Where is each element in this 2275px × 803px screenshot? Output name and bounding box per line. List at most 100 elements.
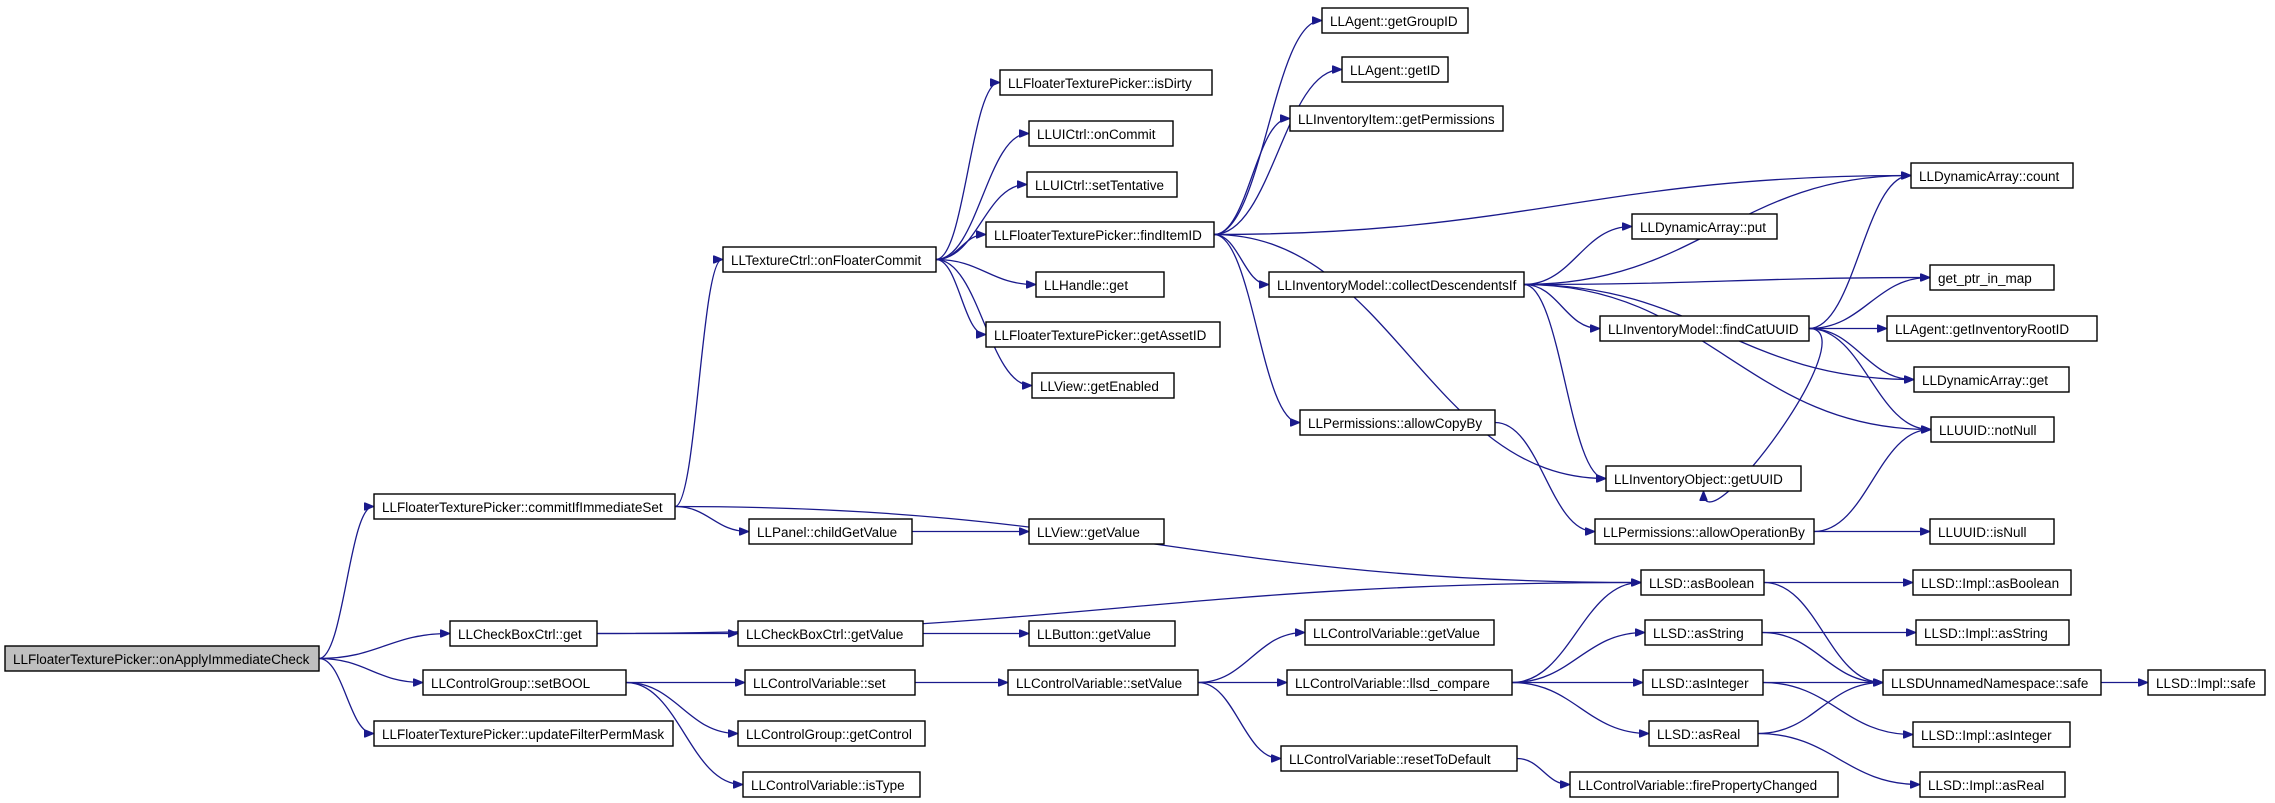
node-as-real[interactable]: LLSD::asReal bbox=[1648, 720, 1759, 747]
node-label: LLInventoryItem::getPermissions bbox=[1298, 112, 1495, 127]
node-box bbox=[1930, 416, 2055, 443]
node-llsd-compare[interactable]: LLControlVariable::llsd_compare bbox=[1286, 669, 1513, 696]
node-child-get-value[interactable]: LLPanel::childGetValue bbox=[748, 518, 913, 545]
node-label: LLAgent::getID bbox=[1350, 63, 1440, 78]
node-on-commit[interactable]: LLUICtrl::onCommit bbox=[1028, 120, 1174, 147]
node-da-put[interactable]: LLDynamicArray::put bbox=[1631, 213, 1778, 240]
node-box bbox=[1919, 771, 2066, 798]
edge-collectDescendentsIf-to-daPut bbox=[1523, 227, 1631, 286]
node-impl-as-string[interactable]: LLSD::Impl::asString bbox=[1915, 619, 2070, 646]
node-view-get-value[interactable]: LLView::getValue bbox=[1028, 518, 1165, 545]
edge-onFloaterCommit-to-isDirty bbox=[935, 83, 999, 261]
node-box bbox=[1605, 465, 1802, 492]
node-box bbox=[1912, 721, 2071, 748]
edge-onApplyImmediateCheck-to-cbGet bbox=[318, 634, 449, 660]
node-label: LLControlGroup::setBOOL bbox=[431, 676, 591, 691]
node-is-null[interactable]: LLUUID::isNull bbox=[1929, 518, 2055, 545]
node-box bbox=[373, 720, 674, 747]
node-box bbox=[1886, 315, 2098, 342]
node-safe-n-s[interactable]: LLSDUnnamedNamespace::safe bbox=[1882, 669, 2102, 696]
node-handle-get[interactable]: LLHandle::get bbox=[1035, 271, 1165, 298]
node-allow-copy-by[interactable]: LLPermissions::allowCopyBy bbox=[1299, 409, 1496, 436]
node-box bbox=[373, 493, 676, 520]
node-cv-set[interactable]: LLControlVariable::set bbox=[744, 669, 916, 696]
node-as-string[interactable]: LLSD::asString bbox=[1644, 619, 1763, 646]
node-update-filter-perm-mask[interactable]: LLFloaterTexturePicker::updateFilterPerm… bbox=[373, 720, 674, 747]
node-box bbox=[1299, 409, 1496, 436]
node-label: LLControlVariable::resetToDefault bbox=[1289, 752, 1491, 767]
node-find-cat-u-u-i-d[interactable]: LLInventoryModel::findCatUUID bbox=[1599, 315, 1810, 342]
node-get-control[interactable]: LLControlGroup::getControl bbox=[737, 720, 926, 747]
node-label: LLSD::asBoolean bbox=[1649, 576, 1754, 591]
node-label: LLFloaterTexturePicker::onApplyImmediate… bbox=[13, 652, 310, 667]
node-cb-get[interactable]: LLCheckBoxCtrl::get bbox=[449, 620, 598, 647]
node-get-group-i-d[interactable]: LLAgent::getGroupID bbox=[1321, 7, 1469, 34]
node-get-ptr-in-map[interactable]: get_ptr_in_map bbox=[1929, 264, 2055, 291]
node-is-dirty[interactable]: LLFloaterTexturePicker::isDirty bbox=[999, 69, 1213, 96]
node-get-permissions[interactable]: LLInventoryItem::getPermissions bbox=[1289, 105, 1504, 132]
node-box bbox=[1648, 720, 1759, 747]
node-impl-as-real[interactable]: LLSD::Impl::asReal bbox=[1919, 771, 2066, 798]
node-agent-get-i-d[interactable]: LLAgent::getID bbox=[1341, 56, 1449, 83]
node-impl-as-integer[interactable]: LLSD::Impl::asInteger bbox=[1912, 721, 2071, 748]
edge-cvSetValue-to-resetToDefault bbox=[1197, 681, 1280, 759]
node-label: LLPermissions::allowCopyBy bbox=[1308, 416, 1482, 431]
node-get-enabled[interactable]: LLView::getEnabled bbox=[1031, 372, 1175, 399]
edge-onFloaterCommit-to-getEnabled bbox=[935, 258, 1031, 386]
node-get-inventory-root-i-d[interactable]: LLAgent::getInventoryRootID bbox=[1886, 315, 2098, 342]
node-set-tentative[interactable]: LLUICtrl::setTentative bbox=[1026, 171, 1178, 198]
node-impl-safe[interactable]: LLSD::Impl::safe bbox=[2147, 669, 2266, 696]
node-find-item-i-d[interactable]: LLFloaterTexturePicker::findItemID bbox=[985, 221, 1215, 248]
node-set-b-o-o-l[interactable]: LLControlGroup::setBOOL bbox=[422, 669, 627, 696]
node-get-asset-i-d[interactable]: LLFloaterTexturePicker::getAssetID bbox=[985, 321, 1221, 348]
edge-findCatUUID-to-daCount bbox=[1808, 176, 1910, 330]
edge-asString-to-safeNS bbox=[1761, 631, 1882, 683]
node-cb-get-value[interactable]: LLCheckBoxCtrl::getValue bbox=[737, 620, 924, 647]
node-label: LLHandle::get bbox=[1044, 278, 1128, 293]
node-cv-set-value[interactable]: LLControlVariable::setValue bbox=[1007, 669, 1199, 696]
node-label: LLControlVariable::llsd_compare bbox=[1295, 676, 1490, 691]
edge-llsdCompare-to-asReal bbox=[1511, 681, 1648, 734]
node-box bbox=[1929, 518, 2055, 545]
node-on-floater-commit[interactable]: LLTextureCtrl::onFloaterCommit bbox=[722, 246, 937, 273]
node-box bbox=[1028, 620, 1176, 647]
edge-setBOOL-to-getControl bbox=[625, 681, 737, 734]
node-label: LLSD::Impl::asReal bbox=[1928, 778, 2044, 793]
node-label: LLTextureCtrl::onFloaterCommit bbox=[731, 253, 922, 268]
node-on-apply-immediate-check[interactable]: LLFloaterTexturePicker::onApplyImmediate… bbox=[4, 645, 320, 672]
node-label: LLInventoryModel::collectDescendentsIf bbox=[1277, 278, 1517, 293]
node-io-get-u-u-i-d[interactable]: LLInventoryObject::getUUID bbox=[1605, 465, 1802, 492]
edge-findItemID-to-getPermissions bbox=[1213, 119, 1289, 236]
edge-allowOperationBy-to-notNull bbox=[1813, 430, 1930, 533]
node-label: LLCheckBoxCtrl::getValue bbox=[746, 627, 903, 642]
edge-onApplyImmediateCheck-to-updateFilterPermMask bbox=[318, 657, 373, 734]
node-commit-if-immediate-set[interactable]: LLFloaterTexturePicker::commitIfImmediat… bbox=[373, 493, 676, 520]
node-is-type[interactable]: LLControlVariable::isType bbox=[742, 771, 921, 798]
node-da-get[interactable]: LLDynamicArray::get bbox=[1913, 366, 2070, 393]
node-da-count[interactable]: LLDynamicArray::count bbox=[1910, 162, 2074, 189]
node-allow-operation-by[interactable]: LLPermissions::allowOperationBy bbox=[1594, 518, 1815, 545]
node-cv-get-value[interactable]: LLControlVariable::getValue bbox=[1304, 619, 1495, 646]
node-as-integer[interactable]: LLSD::asInteger bbox=[1642, 669, 1764, 696]
node-label: LLDynamicArray::count bbox=[1919, 169, 2060, 184]
node-box bbox=[1321, 7, 1469, 34]
edge-commitIfImmediateSet-to-onFloaterCommit bbox=[674, 260, 722, 508]
node-label: LLUICtrl::setTentative bbox=[1035, 178, 1164, 193]
node-fire-property-changed[interactable]: LLControlVariable::firePropertyChanged bbox=[1569, 771, 1839, 798]
node-box bbox=[1035, 271, 1165, 298]
node-reset-to-default[interactable]: LLControlVariable::resetToDefault bbox=[1280, 745, 1518, 772]
node-as-boolean[interactable]: LLSD::asBoolean bbox=[1640, 569, 1765, 596]
node-box bbox=[1594, 518, 1815, 545]
edge-findItemID-to-allowCopyBy bbox=[1213, 233, 1299, 423]
node-not-null[interactable]: LLUUID::notNull bbox=[1930, 416, 2055, 443]
node-box bbox=[4, 645, 320, 672]
node-label: LLView::getValue bbox=[1037, 525, 1140, 540]
node-box bbox=[1341, 56, 1449, 83]
node-box bbox=[744, 669, 916, 696]
node-box bbox=[1642, 669, 1764, 696]
node-collect-descendents-if[interactable]: LLInventoryModel::collectDescendentsIf bbox=[1268, 271, 1525, 298]
node-box bbox=[985, 321, 1221, 348]
node-impl-as-boolean[interactable]: LLSD::Impl::asBoolean bbox=[1912, 569, 2072, 596]
node-button-get-value[interactable]: LLButton::getValue bbox=[1028, 620, 1176, 647]
